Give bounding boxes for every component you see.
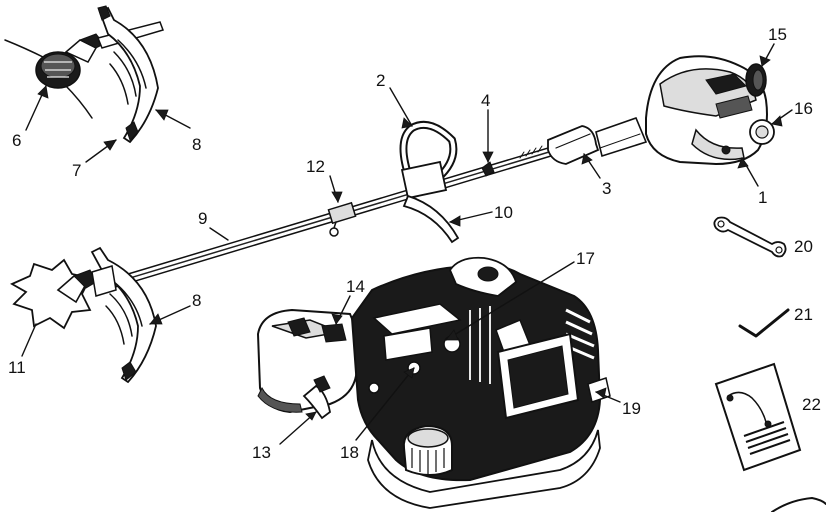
- callout-6: 6: [12, 131, 21, 150]
- callout-22: 22: [802, 395, 821, 414]
- wrench-icon: [713, 216, 787, 258]
- hex-key-icon: [738, 308, 790, 338]
- callout-12: 12: [306, 157, 325, 176]
- callout-labels: 1 2 3 4 6 7 8 8 9 10 11 12 13 14 15 16 1…: [8, 25, 821, 462]
- trimmer-head-icon: [4, 5, 164, 144]
- shaft-icon: [106, 116, 648, 289]
- callout-15: 15: [768, 25, 787, 44]
- callout-10: 10: [494, 203, 513, 222]
- manual-icon: [714, 362, 802, 472]
- callout-13: 13: [252, 443, 271, 462]
- arrowheads: [37, 55, 783, 421]
- blade-icon: [10, 246, 157, 384]
- leader-lines: [21, 43, 793, 445]
- callout-4: 4: [481, 91, 490, 110]
- engine-icon: [645, 55, 775, 166]
- callout-2: 2: [376, 71, 385, 90]
- loop-handle-icon: [399, 121, 460, 244]
- engine-closeup-icon: [256, 256, 611, 509]
- callout-1: 1: [758, 188, 767, 207]
- callout-11: 11: [8, 358, 26, 377]
- partial-part-icon: [771, 497, 826, 512]
- callout-8b: 8: [192, 291, 201, 310]
- callout-16: 16: [794, 99, 813, 118]
- callout-3: 3: [602, 179, 611, 198]
- callout-9: 9: [198, 209, 207, 228]
- callout-7: 7: [72, 161, 81, 180]
- callout-17: 17: [576, 249, 595, 268]
- callout-14: 14: [346, 277, 365, 296]
- callout-21: 21: [794, 305, 813, 324]
- callout-8a: 8: [192, 135, 201, 154]
- callout-18: 18: [340, 443, 359, 462]
- callout-19: 19: [622, 399, 641, 418]
- callout-20: 20: [794, 237, 813, 256]
